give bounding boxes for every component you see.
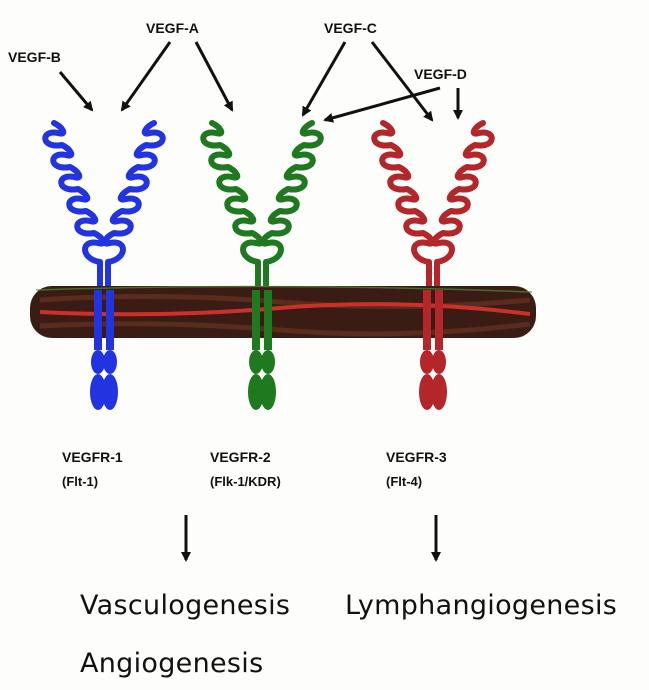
transmembrane-stalk: [94, 290, 102, 350]
arrow-vegfb-to-vegfr1: [60, 72, 92, 110]
kinase-lobe: [102, 374, 118, 410]
receptor-vegfr3: [374, 123, 491, 285]
receptor-vegfr1: [45, 123, 162, 285]
ligand-vegf-c: VEGF-C: [324, 20, 377, 36]
receptor-arm-right: [105, 123, 163, 285]
kinase-lobe: [432, 350, 446, 374]
vegfr2-label: VEGFR-2: [210, 449, 271, 465]
outcome-angiogenesis: Angiogenesis: [80, 648, 263, 679]
transmembrane-stalk: [435, 290, 443, 350]
arrow-vegfc-to-vegfr2: [303, 42, 345, 115]
vegfr2-alias: (Flk-1/KDR): [210, 474, 281, 489]
kinase-lobe: [103, 350, 117, 374]
receptor-arm-left: [45, 123, 103, 285]
transmembrane-stalk: [252, 290, 260, 350]
ligand-vegf-b: VEGF-B: [8, 49, 61, 65]
vegfr1-alias: (Flt-1): [62, 474, 98, 489]
kinase-lobe: [420, 350, 434, 374]
transmembrane-stalk: [423, 290, 431, 350]
kinase-lobe: [91, 350, 105, 374]
receptor-arm-left: [203, 123, 261, 285]
ligand-vegf-a: VEGF-A: [146, 20, 199, 36]
receptor-vegfr2: [203, 123, 320, 285]
kinase-lobe: [261, 350, 275, 374]
vegfr1-label: VEGFR-1: [62, 449, 123, 465]
receptor-arm-right: [434, 123, 492, 285]
arrow-vegfd-to-vegfr2: [325, 88, 440, 120]
receptor-arm-left: [374, 123, 432, 285]
ligand-arrows: [60, 42, 458, 120]
outcome-lymphangiogenesis: Lymphangiogenesis: [345, 590, 617, 621]
transmembrane-stalk: [106, 290, 114, 350]
arrow-vegfa-to-vegfr1: [122, 42, 170, 110]
vegfr3-alias: (Flt-4): [386, 474, 422, 489]
ligand-vegf-d: VEGF-D: [414, 66, 467, 82]
kinase-lobe: [249, 350, 263, 374]
kinase-lobe: [431, 374, 447, 410]
transmembrane-stalk: [264, 290, 272, 350]
arrow-vegfa-to-vegfr2: [196, 42, 232, 110]
cell-membrane: [30, 286, 536, 338]
outcome-vasculogenesis: Vasculogenesis: [80, 590, 290, 621]
vegfr3-label: VEGFR-3: [386, 449, 447, 465]
kinase-lobe: [260, 374, 276, 410]
receptor-arm-right: [263, 123, 321, 285]
